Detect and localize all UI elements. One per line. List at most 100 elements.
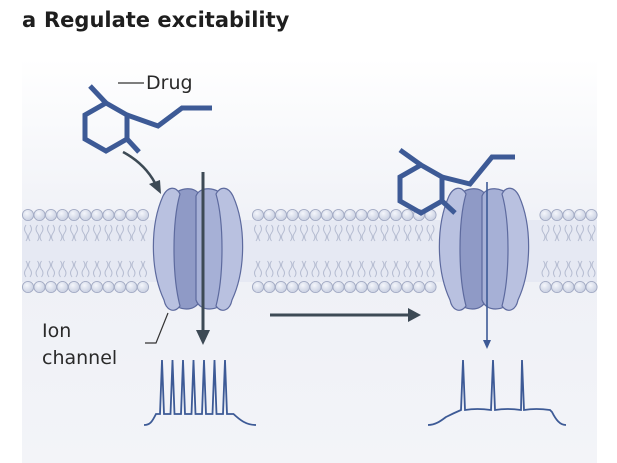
lipid-head bbox=[263, 208, 276, 222]
drug-label: Drug bbox=[146, 72, 193, 94]
lipid-tail bbox=[116, 224, 124, 242]
lipid-head bbox=[90, 208, 104, 222]
lipid-tail bbox=[553, 224, 561, 242]
ion-channel-label-line2: channel bbox=[42, 347, 117, 369]
ion-channel-before bbox=[152, 187, 244, 311]
lipid-head bbox=[309, 208, 322, 222]
lipid-head bbox=[44, 280, 58, 294]
lipid-head bbox=[136, 208, 150, 222]
lipid-tail bbox=[265, 260, 274, 278]
lipid-tail bbox=[93, 224, 101, 242]
ion-channel-leader-line bbox=[145, 312, 169, 344]
lipid-head bbox=[79, 208, 92, 222]
lipid-head bbox=[389, 208, 403, 222]
lipid-tail bbox=[576, 224, 584, 242]
lipid-tail bbox=[403, 224, 412, 242]
lipid-tail bbox=[81, 260, 90, 278]
lipid-head bbox=[251, 280, 265, 294]
binding-arrow bbox=[122, 150, 157, 184]
lipid-tail bbox=[334, 260, 343, 278]
lipid-head bbox=[562, 280, 575, 294]
lipid-tail bbox=[369, 260, 377, 278]
ion-channel-label-line1: Ion bbox=[42, 320, 71, 342]
lipid-tail bbox=[553, 260, 561, 278]
lipid-tail bbox=[93, 260, 101, 278]
lipid-head bbox=[343, 208, 357, 222]
lipid-tail bbox=[380, 260, 389, 278]
lipid-tail bbox=[24, 224, 32, 242]
lipid-tail bbox=[300, 260, 308, 278]
lipid-head bbox=[309, 280, 322, 294]
lipid-head bbox=[274, 280, 288, 294]
lipid-head bbox=[286, 208, 299, 222]
lipid-tail bbox=[564, 260, 573, 278]
lipid-tail bbox=[564, 224, 573, 242]
lipid-head bbox=[263, 280, 276, 294]
lipid-tail bbox=[426, 224, 435, 242]
ion-channel-after bbox=[438, 187, 530, 311]
lipid-tail bbox=[415, 224, 423, 242]
panel-title: Regulate excitability bbox=[44, 8, 290, 32]
lipid-head bbox=[332, 208, 345, 222]
lipid-tail bbox=[311, 260, 320, 278]
lipid-tail bbox=[392, 260, 400, 278]
transition-arrowhead bbox=[408, 308, 421, 322]
lipid-head bbox=[401, 208, 414, 222]
lipid-head bbox=[136, 280, 150, 294]
lipid-tail bbox=[104, 260, 113, 278]
lipid-head bbox=[332, 280, 345, 294]
lipid-tail bbox=[288, 260, 297, 278]
trace-high-excitability bbox=[143, 359, 257, 426]
lipid-tail bbox=[587, 260, 596, 278]
lipid-tail bbox=[70, 260, 78, 278]
lipid-tail bbox=[346, 224, 354, 242]
lipid-head bbox=[33, 208, 46, 222]
lipid-head bbox=[21, 280, 35, 294]
lipid-tail bbox=[300, 224, 308, 242]
lipid-tail bbox=[426, 260, 435, 278]
lipid-head bbox=[424, 280, 437, 294]
lipid-tail bbox=[127, 260, 136, 278]
lipid-head bbox=[125, 280, 138, 294]
lipid-tail bbox=[35, 260, 44, 278]
lipid-tail bbox=[587, 224, 596, 242]
lipid-tail bbox=[277, 260, 285, 278]
lipid-head bbox=[389, 280, 403, 294]
lipid-head bbox=[366, 280, 380, 294]
ion-flow-arrowhead-weak bbox=[483, 340, 491, 349]
lipid-tail bbox=[58, 260, 67, 278]
lipid-head bbox=[113, 208, 127, 222]
lipid-head bbox=[378, 280, 391, 294]
lipid-tail bbox=[334, 224, 343, 242]
lipid-head bbox=[125, 208, 138, 222]
lipid-tail bbox=[392, 224, 400, 242]
lipid-head bbox=[56, 280, 69, 294]
lipid-tail bbox=[323, 224, 331, 242]
lipid-tail bbox=[403, 260, 412, 278]
lipid-tail bbox=[357, 224, 366, 242]
lipid-tail bbox=[277, 224, 285, 242]
lipid-head bbox=[251, 208, 265, 222]
lipid-tail bbox=[116, 260, 124, 278]
lipid-head bbox=[90, 280, 104, 294]
lipid-tail bbox=[576, 260, 584, 278]
lipid-head bbox=[56, 208, 69, 222]
lipid-head bbox=[401, 280, 414, 294]
lipid-head bbox=[79, 280, 92, 294]
lipid-tail bbox=[541, 224, 550, 242]
lipid-head bbox=[67, 208, 81, 222]
lipid-head bbox=[550, 208, 564, 222]
lipid-heads bbox=[21, 208, 598, 294]
lipid-tail bbox=[415, 260, 423, 278]
lipid-tail bbox=[541, 260, 550, 278]
lipid-tail bbox=[58, 224, 67, 242]
lipid-tail bbox=[24, 260, 32, 278]
lipid-tail bbox=[139, 260, 147, 278]
lipid-tail bbox=[369, 224, 377, 242]
lipid-head bbox=[343, 280, 357, 294]
lipid-head bbox=[550, 280, 564, 294]
lipid-tail bbox=[81, 224, 90, 242]
lipid-tail bbox=[357, 260, 366, 278]
lipid-tail bbox=[127, 224, 136, 242]
lipid-head bbox=[355, 208, 368, 222]
